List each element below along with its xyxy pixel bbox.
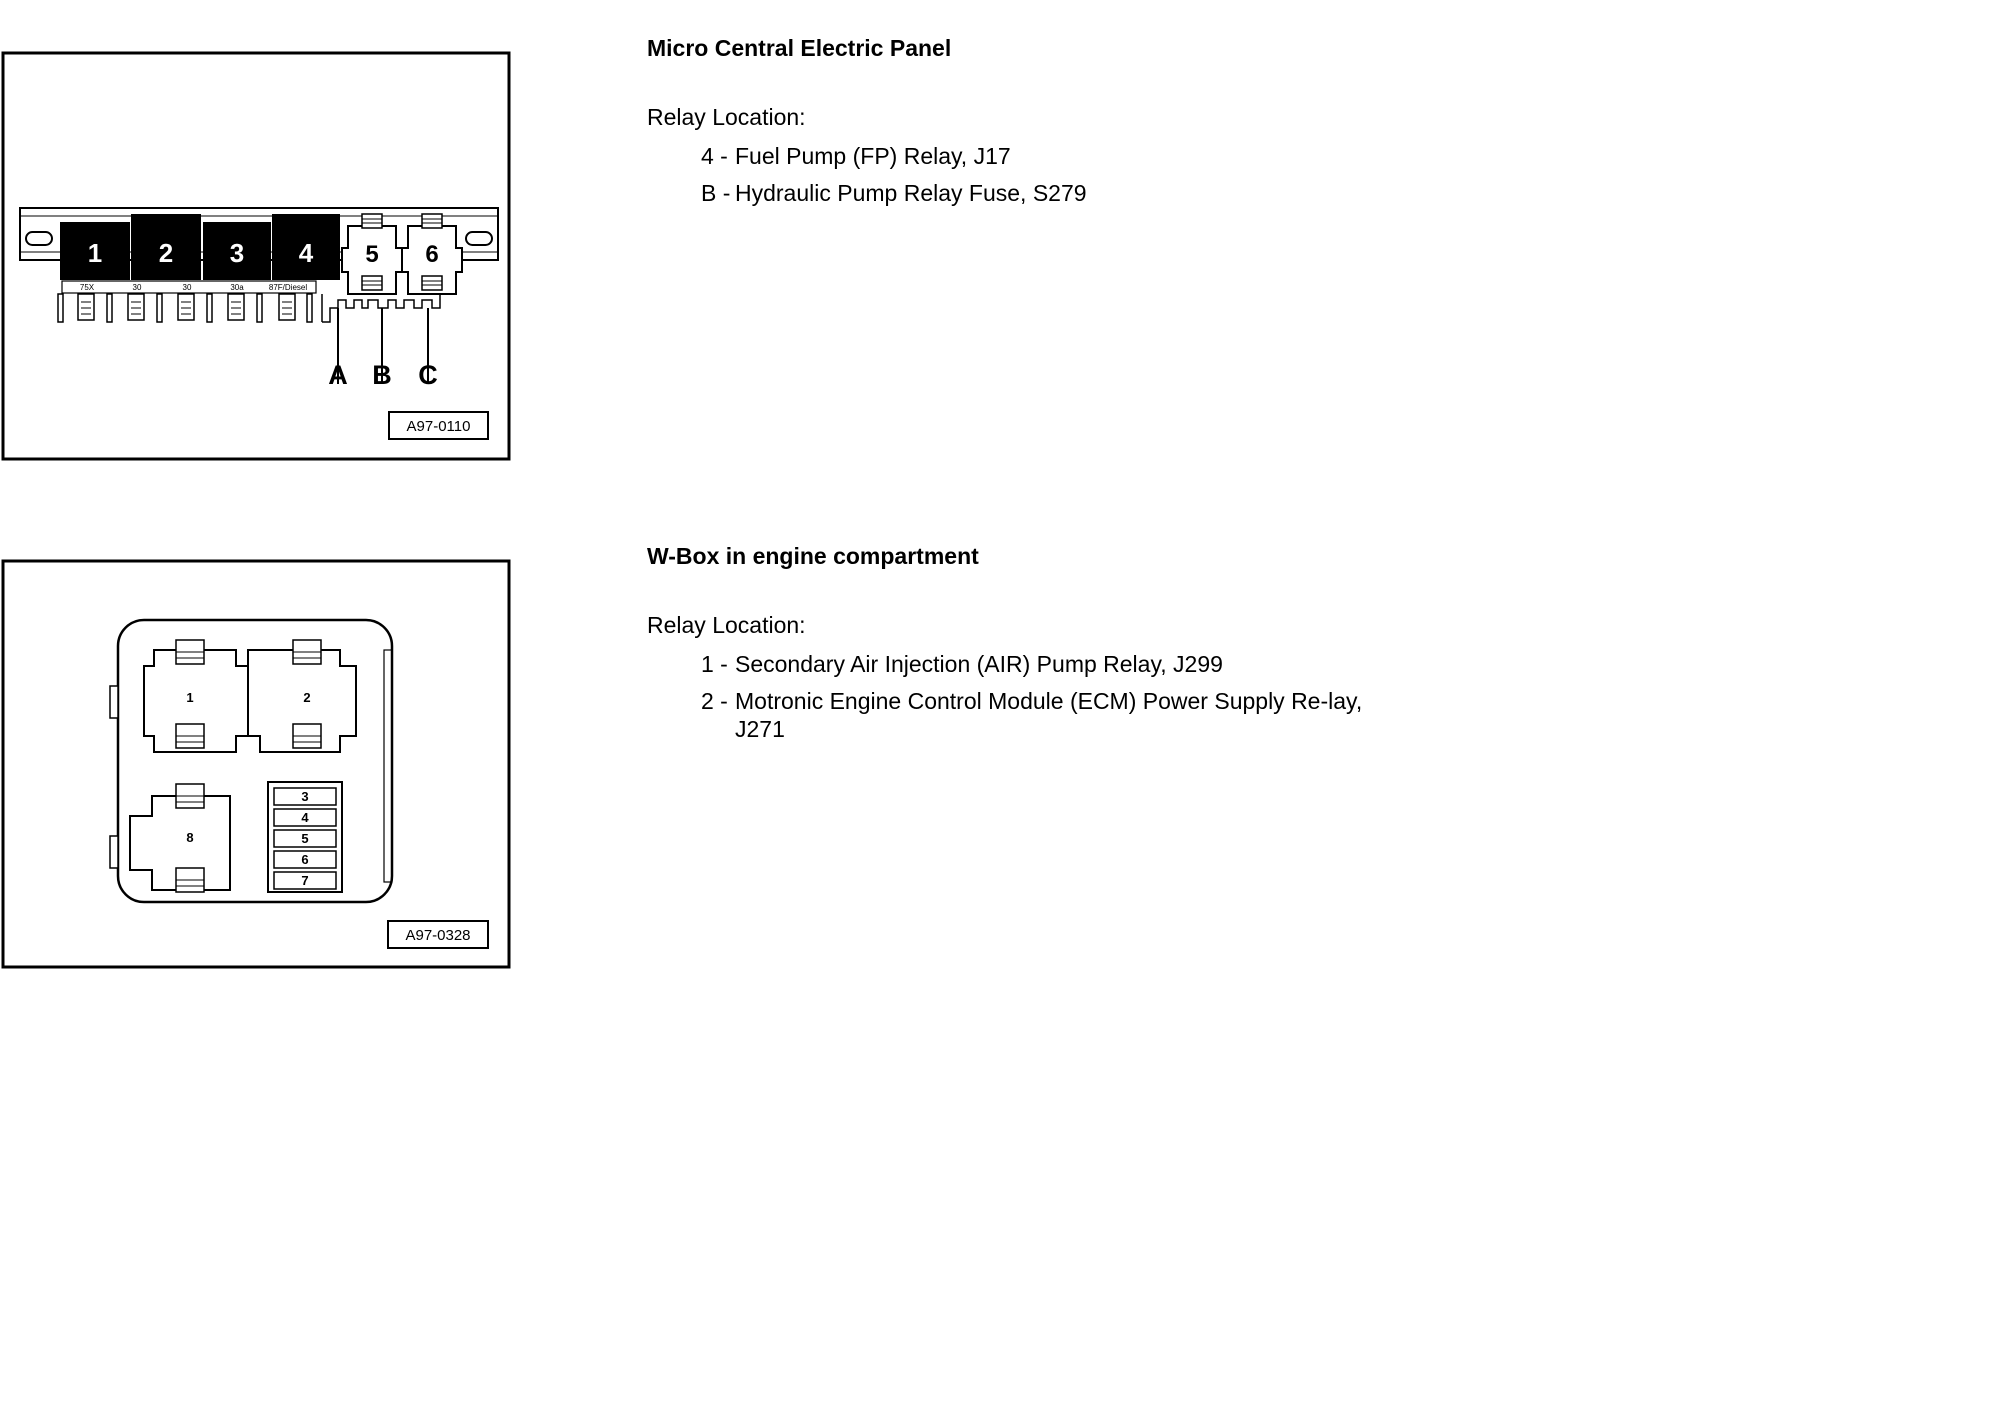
location-item: 1 - Secondary Air Injection (AIR) Pump R…: [647, 650, 1385, 678]
section-heading: Micro Central Electric Panel: [647, 35, 952, 61]
terminal-label: 30: [183, 283, 192, 292]
fuse-holder-6-label: 6: [425, 241, 438, 268]
pin-ridges: [81, 301, 292, 315]
wbox-figure: 1 2 8: [0, 558, 512, 970]
section-heading: W-Box in engine compartment: [647, 543, 979, 569]
item-number: 2 -: [701, 688, 728, 714]
relay-2-label: 2: [303, 690, 310, 705]
relay-4: [272, 214, 340, 280]
figure-id-box: [388, 411, 489, 440]
wbox-diagram: 1 2 8: [109, 618, 394, 904]
fuse-letter-c: C: [418, 360, 438, 390]
relay-2-label: 2: [159, 238, 173, 268]
relay-2: [247, 649, 357, 753]
relay-1: [143, 649, 249, 753]
fuse-label: 3: [301, 789, 308, 804]
fuse-holder-5: 5: [341, 213, 403, 295]
figure-id: A97-0110: [407, 418, 471, 435]
terminal-label: 75X: [80, 283, 95, 292]
location-item: 2 - Motronic Engine Control Module (ECM)…: [647, 687, 1385, 743]
terminal-label: 30a: [230, 283, 244, 292]
fuse-label: 6: [301, 852, 308, 867]
relay-panel-diagram: 1 2 3 4 75X 30 30 30a 87F/Diesel: [19, 207, 499, 390]
terminal-strip: [61, 280, 317, 294]
fuse-letter-b: B: [372, 360, 392, 390]
mount-slot-right: [465, 231, 493, 246]
relay-4-label: 4: [299, 238, 314, 268]
relay-2: [131, 214, 201, 280]
fuse-letter-a: A: [328, 360, 348, 390]
relay-3: [203, 222, 271, 280]
wbox-section: W-Box in engine compartment Relay Locati…: [647, 541, 1507, 743]
fuse-holder-5-label: 5: [365, 241, 378, 268]
figure-id: A97-0328: [405, 927, 470, 944]
terminal-label: 87F/Diesel: [269, 283, 307, 292]
fuse-slot-5: [273, 829, 337, 848]
fuse-slot-6: [273, 850, 337, 869]
item-text: Secondary Air Injection (AIR) Pump Relay…: [735, 651, 1223, 677]
terminal-label: 30: [133, 283, 142, 292]
fuse-slot-3: [273, 787, 337, 806]
fuse-holder-6: 6: [401, 213, 463, 295]
fuse-label: 7: [301, 873, 308, 888]
relay-location-label: Relay Location:: [647, 612, 806, 638]
fuse-slot-7: [273, 871, 337, 890]
relay-1: [60, 222, 130, 280]
fuse-contacts: [321, 294, 441, 323]
fuse-slot-4: [273, 808, 337, 827]
micro-panel-section: Micro Central Electric Panel Relay Locat…: [647, 33, 1507, 207]
item-number: B -: [701, 180, 731, 206]
fuse-label: 4: [301, 810, 309, 825]
fuse-label: 5: [301, 831, 308, 846]
mount-slot-left: [25, 231, 53, 246]
relay-8-label: 8: [186, 830, 193, 845]
relay-1-label: 1: [88, 238, 102, 268]
item-text: Hydraulic Pump Relay Fuse, S279: [735, 180, 1087, 206]
micro-panel-figure: 1 2 3 4 75X 30 30 30a 87F/Diesel: [0, 50, 512, 462]
figure-id-box: [387, 920, 489, 949]
location-item: 4 - Fuel Pump (FP) Relay, J17: [647, 142, 1385, 170]
relay-1-label: 1: [186, 690, 193, 705]
item-text: Fuel Pump (FP) Relay, J17: [735, 143, 1011, 169]
relay-3-label: 3: [230, 238, 244, 268]
item-number: 4 -: [701, 143, 728, 169]
relay-location-label: Relay Location:: [647, 104, 806, 130]
location-item: B - Hydraulic Pump Relay Fuse, S279: [647, 179, 1385, 207]
item-number: 1 -: [701, 651, 728, 677]
relay-8: [129, 795, 231, 891]
item-text: Motronic Engine Control Module (ECM) Pow…: [735, 688, 1363, 742]
